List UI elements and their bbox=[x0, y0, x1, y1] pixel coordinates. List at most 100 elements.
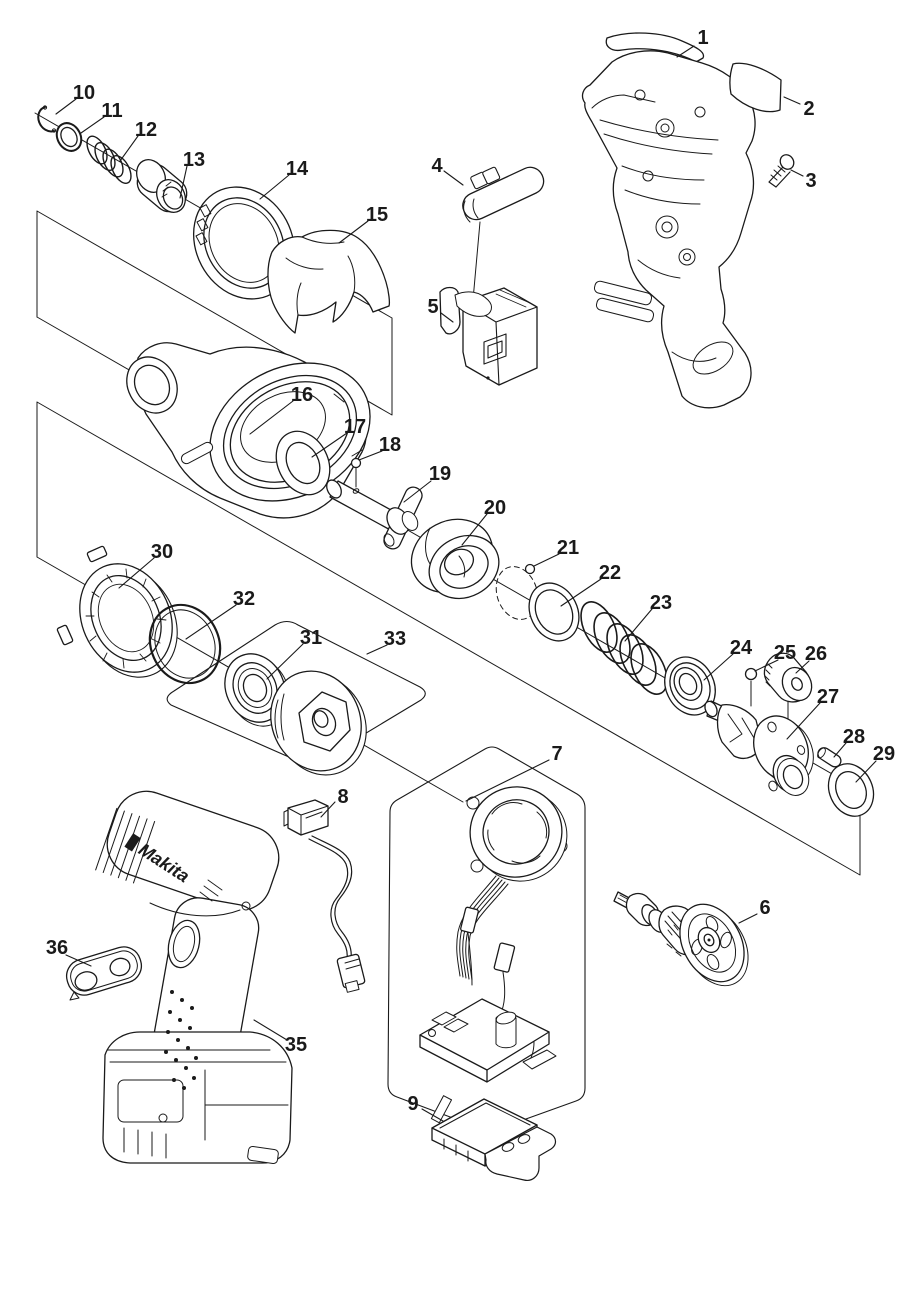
callout-label-32: 32 bbox=[233, 588, 255, 610]
part-21-ball bbox=[495, 563, 539, 620]
part-10-snap-ring bbox=[37, 105, 57, 133]
part-7-motor-assembly bbox=[419, 786, 568, 1083]
callout-label-12: 12 bbox=[135, 119, 157, 141]
part-4-slide-button bbox=[462, 166, 545, 223]
callout-label-36: 36 bbox=[46, 937, 68, 959]
leader-line-14 bbox=[259, 174, 290, 200]
callout-label-19: 19 bbox=[429, 463, 451, 485]
leader-line-21 bbox=[533, 553, 560, 567]
part-32-oring bbox=[148, 603, 222, 685]
leader-line-23 bbox=[624, 608, 653, 642]
part-29-ring bbox=[827, 763, 875, 817]
callout-label-26: 26 bbox=[805, 643, 827, 665]
part-9-terminal-block bbox=[430, 1095, 557, 1181]
leader-line-16 bbox=[249, 400, 294, 435]
part-11-washer bbox=[55, 122, 83, 152]
leader-line-20 bbox=[461, 513, 488, 546]
leader-line-19 bbox=[403, 480, 432, 503]
part-26-pinion-gear bbox=[763, 652, 813, 721]
leader-line-4 bbox=[443, 170, 464, 186]
part-20-hammer bbox=[410, 518, 500, 600]
callout-label-23: 23 bbox=[650, 592, 672, 614]
leader-line-33 bbox=[366, 644, 388, 655]
part-27-spindle bbox=[704, 700, 814, 796]
callout-label-33: 33 bbox=[384, 628, 406, 650]
leader-line-28 bbox=[833, 742, 847, 758]
leader-line-7 bbox=[465, 759, 550, 802]
leader-line-35 bbox=[253, 1019, 288, 1041]
part-1-housing-half bbox=[581, 32, 756, 409]
leader-line-3 bbox=[790, 169, 804, 177]
callout-label-11: 11 bbox=[101, 100, 122, 122]
part-24-spring-guide bbox=[664, 656, 716, 716]
leader-line-27 bbox=[786, 702, 821, 740]
part-23-spring bbox=[580, 601, 668, 695]
leader-line-25 bbox=[754, 659, 779, 672]
callout-label-8: 8 bbox=[337, 786, 348, 808]
part-18-ball bbox=[350, 457, 362, 488]
group-box-motor-assembly bbox=[387, 746, 586, 1132]
part-17-washer bbox=[275, 430, 331, 496]
callout-label-30: 30 bbox=[151, 541, 173, 563]
leader-line-5 bbox=[440, 312, 454, 323]
leader-line-24 bbox=[703, 653, 734, 681]
leader-line-26 bbox=[795, 660, 810, 674]
part-12-spring bbox=[86, 135, 132, 184]
leader-line-30 bbox=[118, 557, 155, 589]
leader-line-13 bbox=[179, 165, 188, 199]
callout-label-3: 3 bbox=[805, 170, 816, 192]
callout-label-4: 4 bbox=[431, 155, 443, 177]
part-3-screw bbox=[768, 154, 795, 188]
callout-label-14: 14 bbox=[286, 158, 309, 180]
part-28-pin bbox=[817, 747, 842, 768]
part-22-ring bbox=[528, 582, 580, 642]
leader-line-6 bbox=[738, 913, 758, 924]
leader-line-29 bbox=[855, 760, 877, 783]
part-36-plate bbox=[65, 946, 143, 1001]
leader-line-2 bbox=[783, 96, 801, 105]
leader-line-36 bbox=[65, 954, 92, 967]
callout-label-17: 17 bbox=[344, 416, 366, 438]
callout-label-18: 18 bbox=[379, 434, 401, 456]
callout-label-13: 13 bbox=[183, 149, 205, 171]
part-5-switch bbox=[439, 286, 538, 386]
group-box-spindle-set bbox=[166, 620, 426, 766]
part-8-wire-assembly bbox=[283, 799, 366, 993]
leader-line-8 bbox=[320, 801, 336, 818]
part-6-rotor bbox=[613, 891, 749, 987]
part-19-anvil bbox=[326, 479, 423, 550]
part-35-housing-half: Makita bbox=[95, 790, 293, 1165]
part-2-nameplate bbox=[729, 62, 782, 113]
part-25-ball bbox=[744, 667, 758, 707]
part-33-cam-plate bbox=[270, 670, 367, 776]
part-30-ring-gear bbox=[56, 545, 178, 678]
leader-line-22 bbox=[560, 578, 602, 607]
callout-label-29: 29 bbox=[873, 743, 895, 765]
callout-label-35: 35 bbox=[285, 1034, 307, 1056]
callout-label-9: 9 bbox=[407, 1093, 418, 1115]
callout-label-25: 25 bbox=[774, 642, 796, 664]
leader-line-32 bbox=[185, 604, 237, 640]
callout-label-2: 2 bbox=[803, 98, 814, 120]
callout-label-16: 16 bbox=[291, 384, 313, 406]
callout-label-15: 15 bbox=[366, 204, 388, 226]
callout-label-28: 28 bbox=[843, 726, 865, 748]
leader-line-31 bbox=[266, 643, 304, 680]
leader-line-18 bbox=[358, 450, 383, 461]
callout-label-10: 10 bbox=[73, 82, 95, 104]
callout-label-6: 6 bbox=[759, 897, 770, 919]
callout-label-5: 5 bbox=[427, 296, 438, 318]
leader-line-12 bbox=[119, 135, 139, 162]
leader-line-9 bbox=[421, 1108, 444, 1122]
leader-line-10 bbox=[55, 98, 77, 115]
callout-label-27: 27 bbox=[817, 686, 839, 708]
leader-line-17 bbox=[311, 432, 348, 458]
callout-label-21: 21 bbox=[557, 537, 579, 559]
callout-label-1: 1 bbox=[697, 27, 708, 49]
leader-line-15 bbox=[338, 220, 369, 244]
leader-line-11 bbox=[80, 116, 105, 134]
callout-label-31: 31 bbox=[300, 627, 322, 649]
part-13-sleeve bbox=[136, 159, 188, 213]
